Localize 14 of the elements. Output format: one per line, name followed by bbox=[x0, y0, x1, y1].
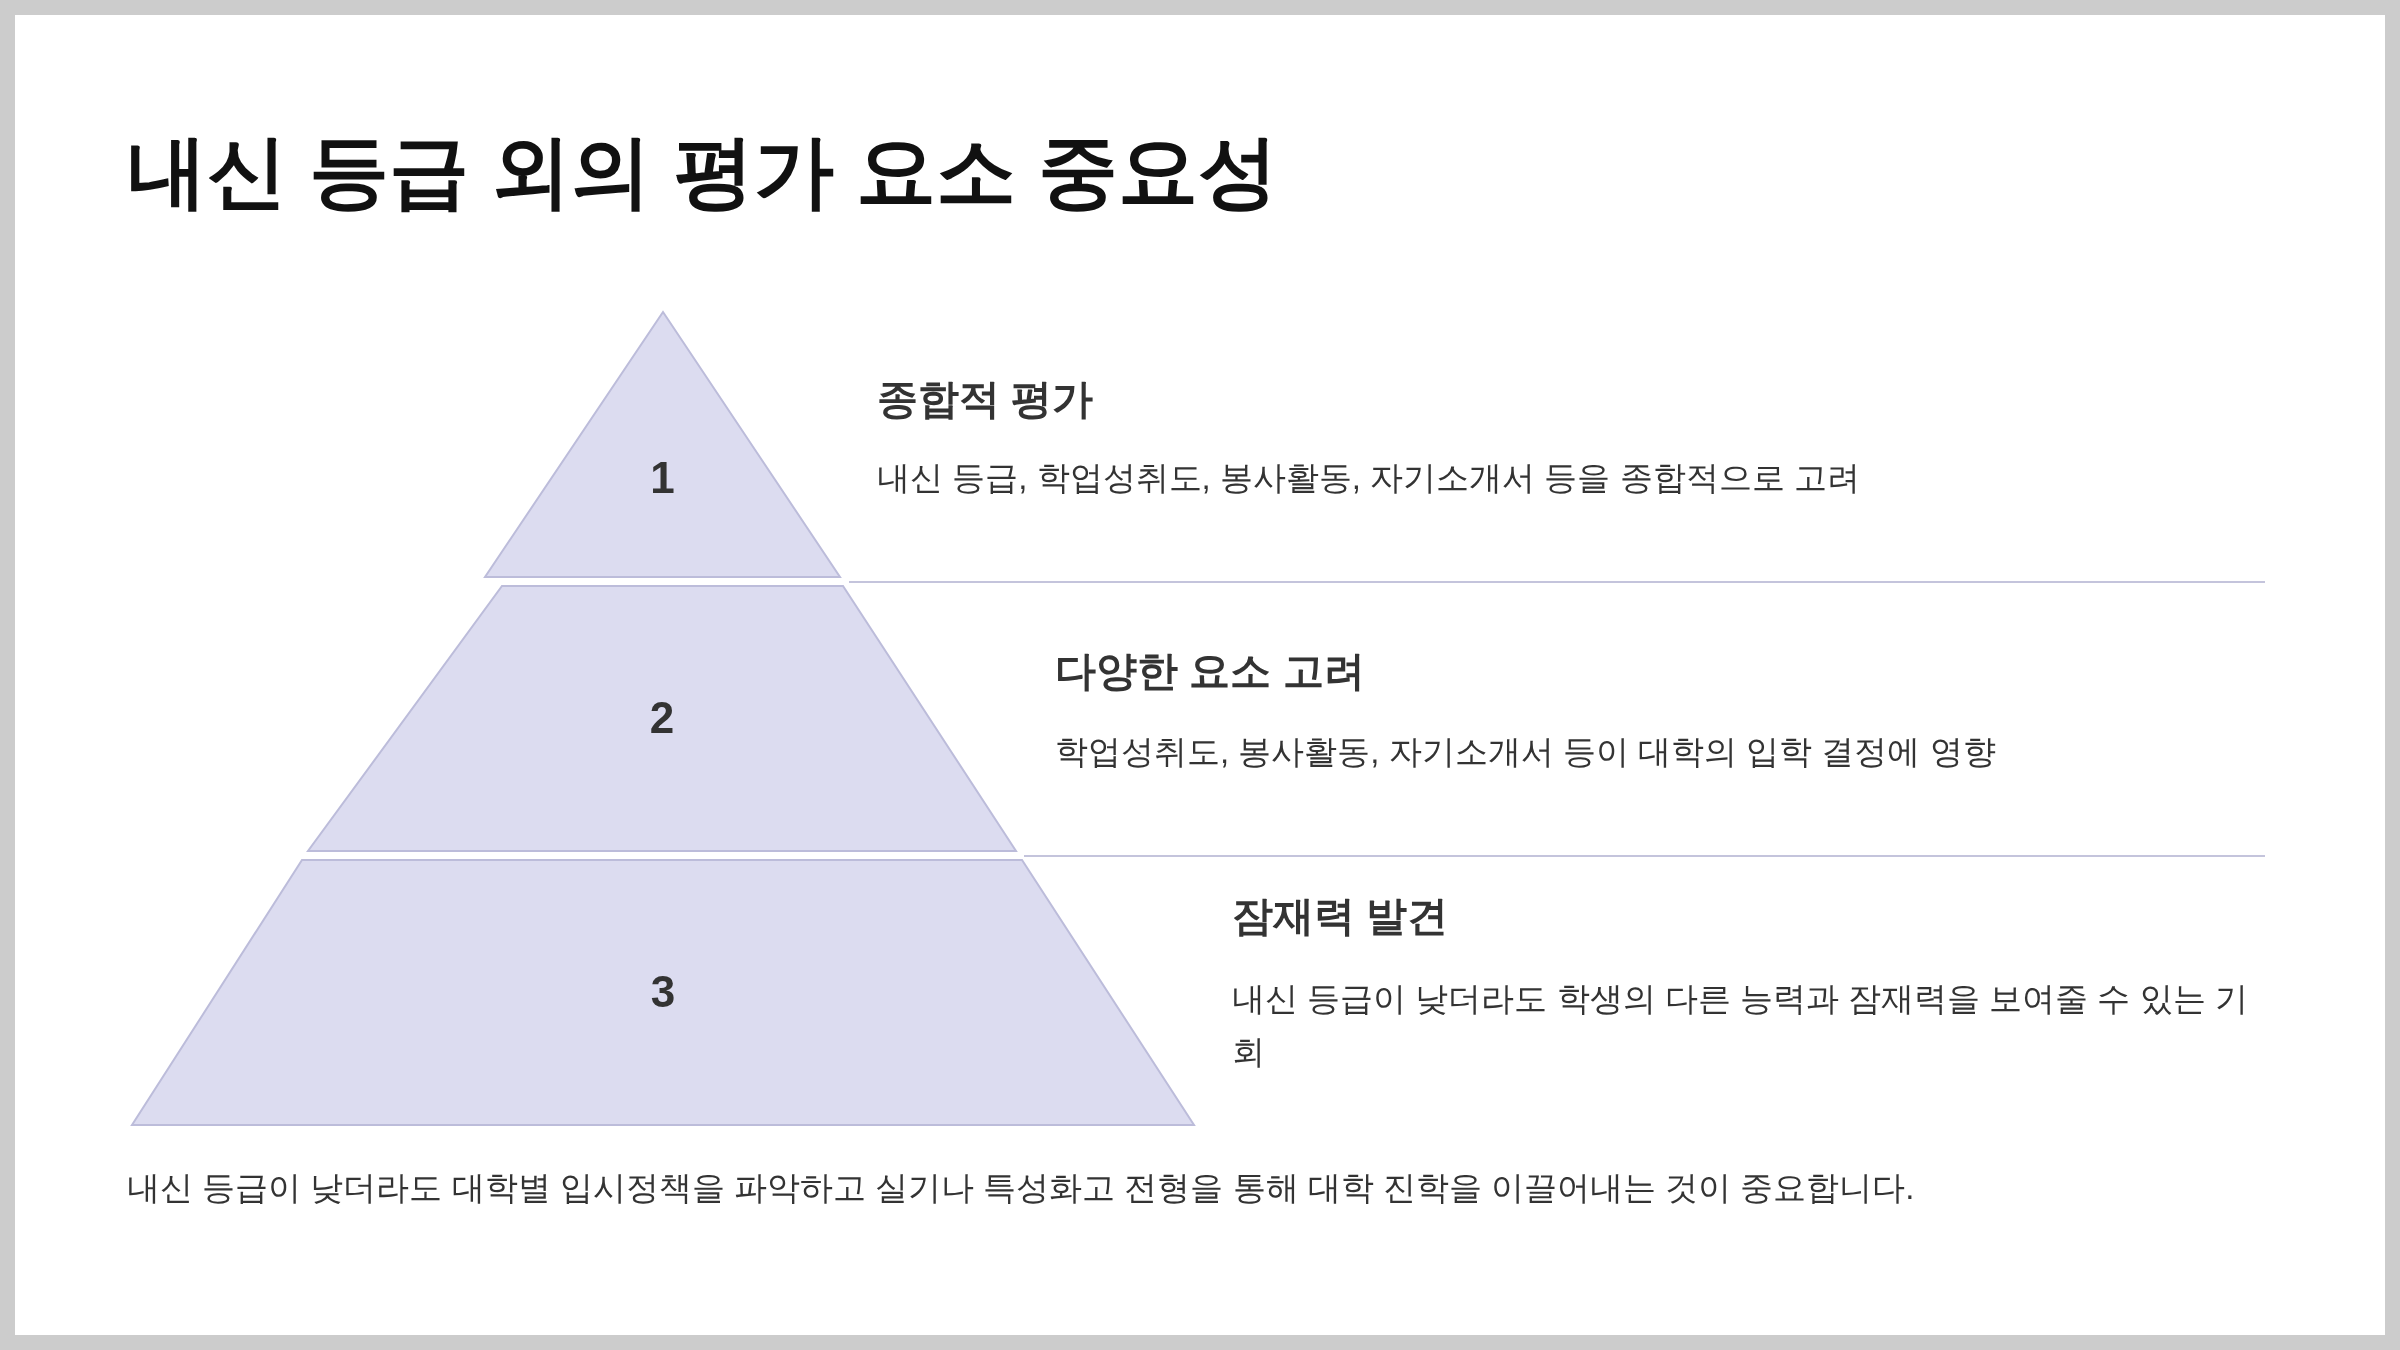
tier-description: 내신 등급, 학업성취도, 봉사활동, 자기소개서 등을 종합적으로 고려 bbox=[877, 458, 1861, 498]
tier-description: 학업성취도, 봉사활동, 자기소개서 등이 대학의 입학 결정에 영향 bbox=[1055, 732, 1997, 772]
tier-heading: 다양한 요소 고려 bbox=[1055, 647, 1365, 696]
title: 내신 등급 외의 평가 요소 중요성 bbox=[127, 128, 1279, 216]
tier-number: 2 bbox=[648, 696, 676, 740]
caption: 내신 등급이 낮더라도 대학별 입시정책을 파악하고 실기나 특성화고 전형을 통해 대학 진학을 이끌어내는 것이 중요합니다. bbox=[127, 1168, 1915, 1208]
tier-number: 1 bbox=[649, 456, 676, 500]
tier-heading: 잠재력 발견 bbox=[1232, 892, 1449, 941]
pyramid-tier bbox=[308, 586, 1016, 851]
pyramid-tier bbox=[485, 312, 840, 577]
tier-description: 내신 등급이 낮더라도 학생의 다른 능력과 잠재력을 보여줄 수 있는 기회 bbox=[1232, 979, 2249, 1072]
tier-number: 3 bbox=[649, 970, 677, 1014]
tier-heading: 종합적 평가 bbox=[877, 375, 1094, 424]
pyramid-tier bbox=[132, 860, 1194, 1125]
